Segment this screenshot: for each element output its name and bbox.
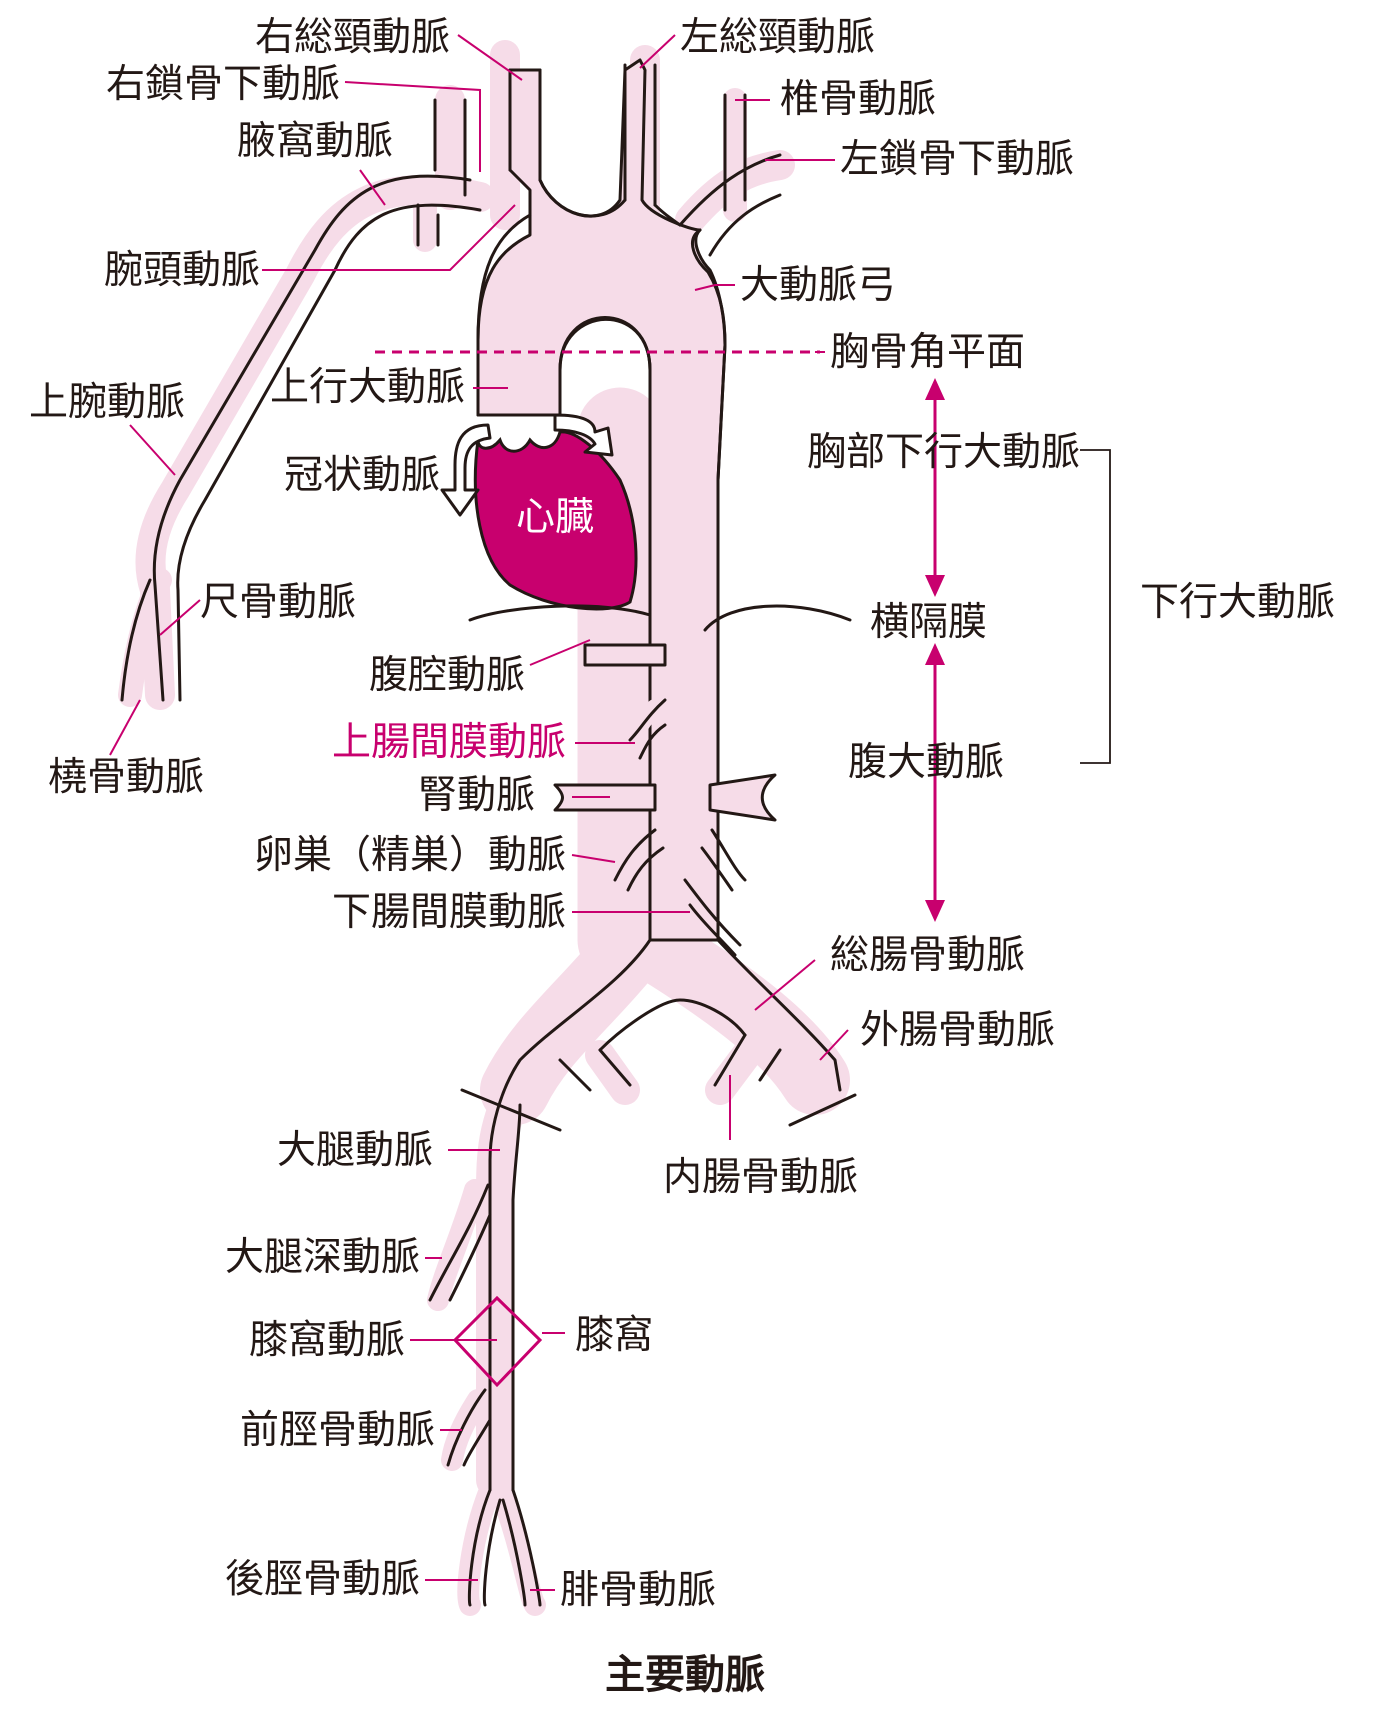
diaphragm-left: [468, 604, 652, 622]
label-axillary: 腋窩動脈: [237, 119, 393, 164]
label-inferior-mesenteric: 下腸間膜動脈: [332, 890, 566, 935]
label-thoracic-descending-aorta: 胸部下行大動脈: [807, 430, 1080, 475]
label-aortic-arch: 大動脈弓: [740, 263, 896, 308]
diaphragm-right: [703, 604, 852, 632]
label-fibular: 腓骨動脈: [560, 1568, 716, 1613]
heart-shape: [473, 430, 638, 611]
label-external-iliac: 外腸骨動脈: [860, 1008, 1055, 1053]
label-brachiocephalic: 腕頭動脈: [104, 248, 260, 293]
popliteal-fossa-diamond: [452, 1295, 543, 1388]
label-sternal-angle-plane: 胸骨角平面: [830, 330, 1025, 375]
label-internal-iliac: 内腸骨動脈: [663, 1155, 858, 1200]
level-arrows: [925, 378, 945, 922]
label-abdominal-aorta: 腹大動脈: [848, 740, 1004, 785]
labels: 右総頸動脈 左総頸動脈 右鎖骨下動脈 椎骨動脈 腋窩動脈 左鎖骨下動脈 腕頭動脈…: [29, 15, 1335, 1698]
heart-label: 心臓: [516, 495, 594, 540]
label-popliteal: 膝窩動脈: [249, 1318, 405, 1363]
label-posterior-tibial: 後脛骨動脈: [225, 1557, 420, 1602]
figure-caption: 主要動脈: [605, 1652, 765, 1698]
abdominal-branches: [553, 643, 777, 957]
label-ulnar: 尺骨動脈: [200, 580, 356, 625]
leg-outlines: [428, 938, 857, 1607]
label-femoral: 大腿動脈: [277, 1128, 433, 1173]
label-left-subclavian: 左鎖骨下動脈: [840, 137, 1074, 182]
label-right-subclavian: 右鎖骨下動脈: [106, 62, 340, 107]
descending-aorta-bracket: [1080, 449, 1111, 764]
label-deep-femoral: 大腿深動脈: [225, 1235, 420, 1280]
label-diaphragm: 横隔膜: [870, 600, 987, 645]
leader-lines: [109, 34, 849, 1591]
label-coronary: 冠状動脈: [284, 453, 440, 498]
label-ovarian-testicular: 卵巣（精巣）動脈: [254, 833, 566, 878]
label-radial: 橈骨動脈: [48, 755, 204, 800]
label-right-common-carotid: 右総頸動脈: [255, 15, 450, 60]
label-celiac: 腹腔動脈: [369, 653, 525, 698]
coronary-arrow-left: [440, 423, 492, 517]
label-brachial: 上腕動脈: [29, 380, 185, 425]
label-vertebral: 椎骨動脈: [780, 77, 936, 122]
label-popliteal-fossa: 膝窩: [575, 1313, 653, 1358]
label-common-iliac: 総腸骨動脈: [830, 933, 1025, 978]
coronary-arrow-right: [553, 413, 614, 457]
label-renal: 腎動脈: [418, 773, 535, 818]
label-ascending-aorta: 上行大動脈: [270, 365, 465, 410]
label-descending-aorta: 下行大動脈: [1140, 580, 1335, 625]
label-left-common-carotid: 左総頸動脈: [680, 15, 875, 60]
label-superior-mesenteric: 上腸間膜動脈: [332, 720, 566, 765]
label-anterior-tibial: 前脛骨動脈: [240, 1408, 435, 1453]
